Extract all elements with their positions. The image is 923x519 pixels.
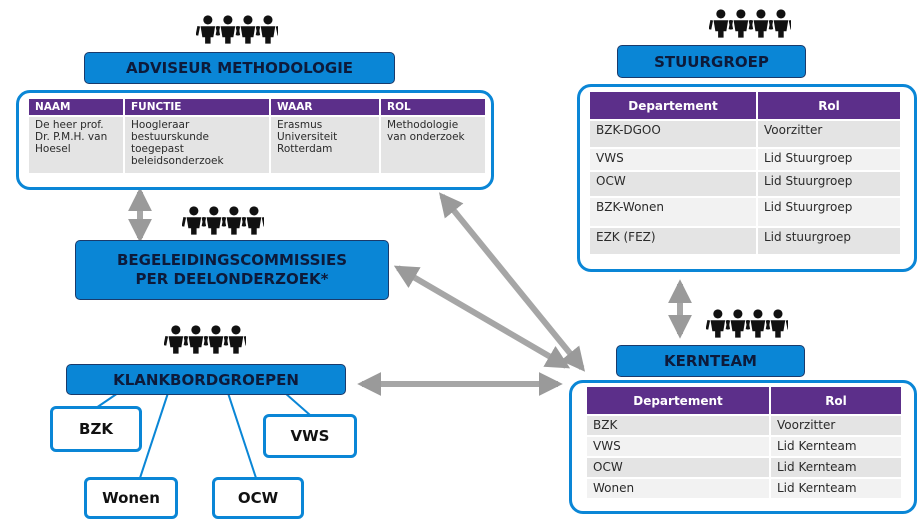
table-cell: BZK-DGOO [590, 121, 756, 147]
people-group-icon [709, 6, 791, 40]
node-bzk: BZK [50, 406, 142, 452]
node-vws: VWS [263, 414, 357, 458]
table-cell: Voorzitter [771, 416, 901, 435]
table-cell: Wonen [587, 479, 769, 498]
table-header: Rol [771, 387, 901, 414]
table-cell: Voorzitter [758, 121, 900, 147]
table-cell: EZK (FEZ) [590, 228, 756, 254]
adviseur-banner: ADVISEUR METHODOLOGIE [84, 52, 395, 84]
stuurgroep-banner: STUURGROEP [617, 45, 806, 78]
begeleiding-line-1: BEGELEIDINGSCOMMISSIES [116, 251, 348, 269]
stuurgroep-title: STUURGROEP [654, 52, 769, 71]
table-cell: OCW [587, 458, 769, 477]
table-cell: VWS [590, 149, 756, 170]
people-group-icon [164, 322, 246, 356]
kernteam-banner: KERNTEAM [616, 345, 805, 377]
branch-line-bzk [95, 392, 119, 409]
node-label: Wonen [102, 489, 160, 507]
table-header: ROL [381, 99, 485, 115]
branch-line-wonen [139, 392, 169, 479]
table-header: FUNCTIE [125, 99, 269, 115]
table-header: NAAM [29, 99, 123, 115]
table-cell: BZK-Wonen [590, 198, 756, 226]
table-cell: Hoogleraar bestuurskunde toegepast belei… [125, 117, 269, 173]
arrow-adviseur-kernteam [438, 192, 586, 372]
node-label: OCW [237, 489, 279, 507]
table-cell: Lid Kernteam [771, 458, 901, 477]
node-wonen: Wonen [84, 477, 178, 519]
table-cell: Lid Stuurgroep [758, 172, 900, 196]
table-cell: Lid Kernteam [771, 479, 901, 498]
table-cell: Erasmus Universiteit Rotterdam [271, 117, 379, 173]
arrow-begeleiding-kernteam [393, 265, 571, 369]
people-group-icon [706, 306, 788, 340]
table-header: WAAR [271, 99, 379, 115]
begeleiding-line-2: PER DEELONDERZOEK* [135, 270, 329, 288]
klankbord-banner: KLANKBORDGROEPEN [66, 364, 346, 395]
node-label: BZK [79, 420, 113, 438]
node-label: VWS [290, 427, 330, 445]
begeleiding-banner: BEGELEIDINGSCOMMISSIES PER DEELONDERZOEK… [75, 240, 389, 300]
table-cell: De heer prof. Dr. P.M.H. van Hoesel [29, 117, 123, 173]
klankbord-title: KLANKBORDGROEPEN [113, 370, 299, 389]
adviseur-title: ADVISEUR METHODOLOGIE [125, 59, 354, 77]
adviseur-table: NAAM FUNCTIE WAAR ROL De heer prof. Dr. … [27, 97, 487, 175]
table-cell: Methodologie van onderzoek [381, 117, 485, 173]
branch-line-ocw [227, 392, 257, 479]
people-group-icon [196, 12, 278, 46]
table-cell: Lid stuurgroep [758, 228, 900, 254]
table-header: Departement [590, 92, 756, 119]
table-cell: VWS [587, 437, 769, 456]
people-group-icon [182, 203, 264, 237]
table-cell: OCW [590, 172, 756, 196]
table-header: Departement [587, 387, 769, 414]
table-cell: BZK [587, 416, 769, 435]
kernteam-title: KERNTEAM [664, 352, 757, 370]
table-header: Rol [758, 92, 900, 119]
table-cell: Lid Kernteam [771, 437, 901, 456]
table-cell: Lid Stuurgroep [758, 198, 900, 226]
branch-line-vws [284, 392, 311, 416]
node-ocw: OCW [212, 477, 304, 519]
table-cell: Lid Stuurgroep [758, 149, 900, 170]
